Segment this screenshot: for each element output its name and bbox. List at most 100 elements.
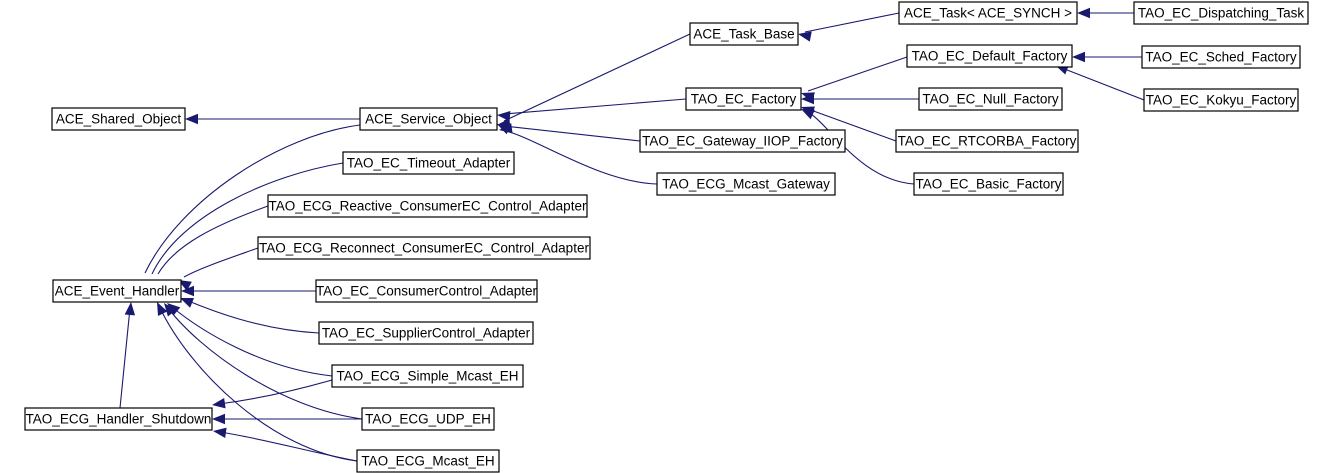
inheritance-edge [497, 118, 641, 142]
inheritance-edge [1072, 51, 1142, 63]
class-node-label: ACE_Task< ACE_SYNCH > [904, 6, 1072, 21]
edge-line [807, 56, 908, 92]
class-node-label: TAO_ECG_Handler_Shutdown [26, 412, 212, 427]
class-node-tao_ecg_reconnect_consumerec_control_adapter[interactable]: TAO_ECG_Reconnect_ConsumerEC_Control_Ada… [257, 236, 591, 260]
edge-line [1061, 67, 1145, 101]
class-node-tao_ecg_reactive_consumerec_control_adapter[interactable]: TAO_ECG_Reactive_ConsumerEC_Control_Adap… [267, 194, 588, 218]
inheritance-edge [798, 12, 900, 42]
class-node-label: TAO_ECG_Mcast_Gateway [662, 177, 830, 192]
edge-line [167, 307, 363, 420]
edge-line [503, 125, 641, 142]
inheritance-edge [149, 162, 344, 295]
edge-line [185, 299, 320, 334]
class-node-box[interactable] [689, 22, 799, 46]
class-node-label: TAO_EC_Timeout_Adapter [347, 156, 511, 171]
class-node-tao_ecg_handler_shutdown[interactable]: TAO_ECG_Handler_Shutdown [24, 407, 213, 431]
class-node-box[interactable] [656, 172, 836, 196]
class-node-ace_task_synch[interactable]: ACE_Task< ACE_SYNCH > [898, 1, 1078, 25]
class-node-tao_ecg_udp_eh[interactable]: TAO_ECG_UDP_EH [361, 407, 495, 431]
inheritance-edge [213, 427, 358, 462]
class-node-tao_ec_factory[interactable]: TAO_EC_Factory [685, 87, 802, 111]
class-node-ace_shared_object[interactable]: ACE_Shared_Object [51, 107, 186, 131]
class-node-label: TAO_ECG_Reactive_ConsumerEC_Control_Adap… [269, 199, 587, 214]
edge-line [157, 205, 269, 275]
class-node-tao_ec_timeout_adapter[interactable]: TAO_EC_Timeout_Adapter [342, 151, 515, 175]
class-node-tao_ecg_mcast_eh[interactable]: TAO_ECG_Mcast_EH [356, 449, 500, 473]
class-node-box[interactable] [257, 236, 591, 260]
inheritance-edge [212, 379, 333, 409]
class-node-box[interactable] [913, 172, 1064, 196]
class-node-box[interactable] [359, 107, 498, 131]
edge-line [144, 124, 361, 274]
inheritance-edge [497, 33, 691, 135]
inheritance-arrow-icon [180, 298, 195, 308]
inheritance-edge [167, 303, 333, 377]
class-node-label: TAO_EC_RTCORBA_Factory [898, 134, 1077, 149]
class-node-box[interactable] [898, 1, 1078, 25]
inheritance-arrow-icon [181, 285, 194, 297]
inheritance-edge [178, 247, 259, 291]
class-node-tao_ec_null_factory[interactable]: TAO_EC_Null_Factory [918, 87, 1063, 111]
edge-line [807, 111, 915, 185]
class-node-box[interactable] [361, 407, 495, 431]
class-node-tao_ec_suppliercontrol_adapter[interactable]: TAO_EC_SupplierControl_Adapter [318, 321, 534, 345]
class-node-box[interactable] [315, 279, 538, 303]
class-node-box[interactable] [685, 87, 802, 111]
inheritance-edge [1055, 64, 1145, 101]
class-node-tao_ec_default_factory[interactable]: TAO_EC_Default_Factory [906, 44, 1073, 68]
inheritance-edge [499, 123, 658, 185]
inheritance-arrow-icon [185, 113, 198, 125]
class-node-box[interactable] [267, 194, 588, 218]
inheritance-arrow-icon [212, 413, 225, 425]
class-node-tao_ec_sched_factory[interactable]: TAO_EC_Sched_Factory [1141, 45, 1301, 69]
class-node-box[interactable] [1133, 1, 1309, 25]
class-node-label: TAO_EC_SupplierControl_Adapter [322, 326, 531, 341]
class-node-label: TAO_EC_Default_Factory [912, 49, 1068, 64]
class-node-tao_ecg_simple_mcast_eh[interactable]: TAO_ECG_Simple_Mcast_EH [331, 364, 524, 388]
class-node-box[interactable] [356, 449, 500, 473]
class-node-ace_event_handler[interactable]: ACE_Event_Handler [52, 279, 182, 303]
inheritance-arrow-icon [1077, 7, 1090, 19]
class-node-tao_ecg_mcast_gateway[interactable]: TAO_ECG_Mcast_Gateway [656, 172, 836, 196]
class-node-box[interactable] [918, 87, 1063, 111]
class-node-box[interactable] [895, 129, 1079, 153]
class-node-tao_ec_consumercontrol_adapter[interactable]: TAO_EC_ConsumerControl_Adapter [315, 279, 538, 303]
class-node-box[interactable] [906, 44, 1073, 68]
edge-line [159, 307, 358, 462]
class-node-label: ACE_Task_Base [693, 27, 794, 42]
edge-line [151, 162, 344, 275]
inheritance-arrow-icon [798, 31, 812, 42]
edge-line [804, 12, 900, 33]
edge-line [218, 379, 333, 405]
class-node-ace_task_base[interactable]: ACE_Task_Base [689, 22, 799, 46]
class-node-box[interactable] [1141, 45, 1301, 69]
class-node-tao_ec_rtcorba_factory[interactable]: TAO_EC_RTCORBA_Factory [895, 129, 1079, 153]
inheritance-edge [1077, 7, 1134, 19]
inheritance-edge [119, 302, 136, 409]
class-node-tao_ec_basic_factory[interactable]: TAO_EC_Basic_Factory [913, 172, 1064, 196]
inheritance-edge [181, 285, 316, 297]
class-node-box[interactable] [1143, 88, 1299, 112]
class-node-label: ACE_Shared_Object [56, 112, 182, 127]
class-node-box[interactable] [318, 321, 534, 345]
class-node-tao_ec_kokyu_factory[interactable]: TAO_EC_Kokyu_Factory [1143, 88, 1299, 112]
class-node-box[interactable] [342, 151, 515, 175]
class-node-box[interactable] [639, 129, 846, 153]
class-node-box[interactable] [52, 279, 182, 303]
class-node-box[interactable] [331, 364, 524, 388]
inheritance-edge [164, 303, 363, 420]
edge-line [219, 431, 358, 462]
class-node-tao_ec_dispatching_task[interactable]: TAO_EC_Dispatching_Task [1133, 1, 1309, 25]
class-node-box[interactable] [24, 407, 213, 431]
edge-line [503, 98, 687, 115]
inheritance-arrow-icon [124, 302, 136, 316]
edge-line [183, 247, 259, 278]
inheritance-edge [157, 302, 358, 462]
inheritance-edge [180, 298, 320, 334]
class-node-label: ACE_Service_Object [365, 112, 492, 127]
class-node-ace_service_object[interactable]: ACE_Service_Object [359, 107, 498, 131]
inheritance-edge [497, 98, 687, 122]
class-node-box[interactable] [51, 107, 186, 131]
class-node-tao_ec_gateway_iiop_factory[interactable]: TAO_EC_Gateway_IIOP_Factory [639, 129, 846, 153]
